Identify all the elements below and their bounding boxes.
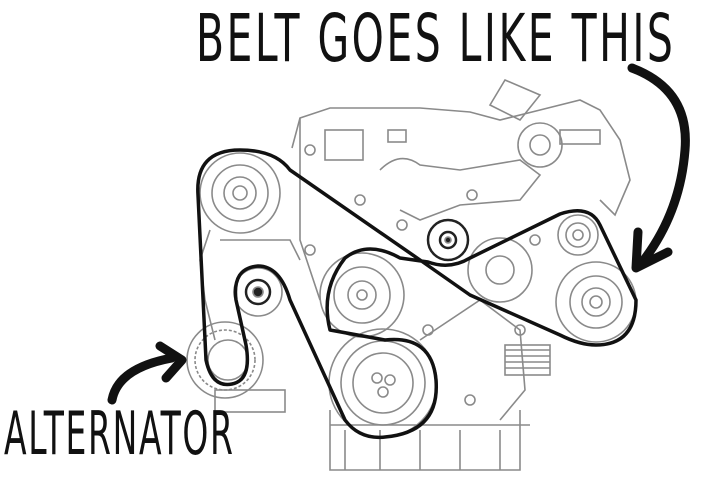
arrow-to-belt-icon xyxy=(627,63,690,273)
serpentine-belt xyxy=(196,148,638,440)
ac-idler-pulley xyxy=(557,214,599,256)
water-pump-pulley xyxy=(319,252,405,338)
engine-block xyxy=(186,78,631,471)
alternator-label: ALTERNATOR xyxy=(4,399,235,469)
arrow-to-alternator-icon xyxy=(107,341,187,405)
diagram-title: BELT GOES LIKE THIS xyxy=(196,0,676,77)
idler-pulley-top xyxy=(426,218,470,262)
pulleys xyxy=(199,152,637,438)
power-steering-pulley xyxy=(199,152,281,234)
alternator-pulley xyxy=(207,339,249,381)
